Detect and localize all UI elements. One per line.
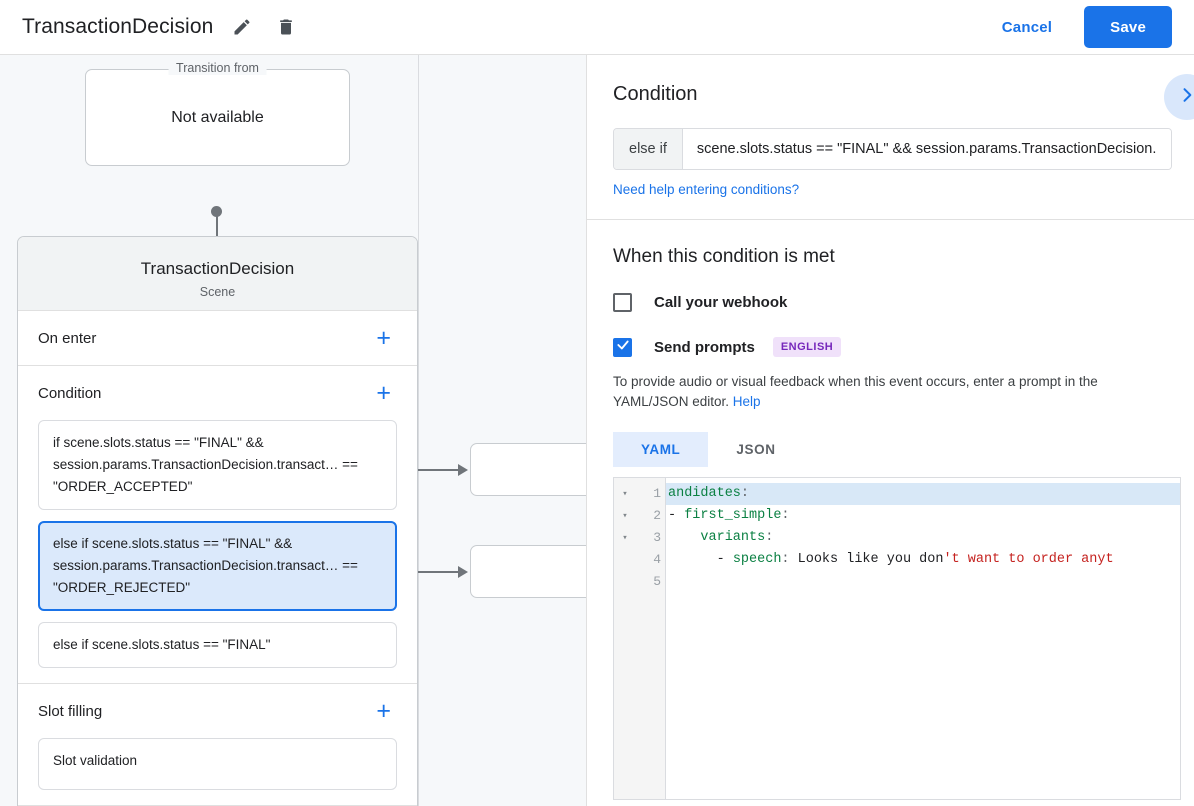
scene-card-header[interactable]: TransactionDecision Scene [18,237,417,311]
line-number: 5 [653,574,661,589]
cancel-button[interactable]: Cancel [986,11,1068,44]
code-token: first_simple [684,508,782,523]
line-number: 4 [653,552,661,567]
when-condition-met-section: When this condition is met Call your web… [587,220,1194,800]
fold-toggle-icon[interactable]: ▾ [622,533,628,543]
details-panel: Condition else if scene.slots.status == … [586,55,1194,806]
call-webhook-label: Call your webhook [654,294,788,311]
page-title: TransactionDecision [22,15,214,38]
flow-edge-rejected [398,571,462,573]
help-link[interactable]: Help [732,394,761,409]
panel-title: Condition [613,83,698,105]
editor-code-area[interactable]: andidates:- first_simple: variants: - sp… [666,478,1180,799]
send-prompts-checkbox[interactable] [613,337,632,357]
code-token: : [781,552,798,567]
section-slot-filling: Slot filling + Slot validation [18,684,417,806]
fold-toggle-icon[interactable]: ▾ [622,489,628,499]
flow-arrowhead-accepted [458,464,468,476]
flow-arrowhead-rejected [458,566,468,578]
section-head-condition: Condition + [38,366,397,420]
code-token: variants [700,530,766,545]
expand-panel-button[interactable] [1164,74,1194,120]
pencil-icon [232,17,252,37]
check-icon [616,338,630,357]
code-token: 't want to order anyt [943,552,1114,567]
section-label-slot-filling: Slot filling [38,702,103,720]
code-token: : [765,530,774,545]
send-prompts-hint: To provide audio or visual feedback when… [613,372,1165,412]
section-head-on-enter: On enter + [38,311,397,365]
flow-edge-accepted [398,469,462,471]
condition-section: Condition else if scene.slots.status == … [587,55,1194,220]
fold-toggle-icon[interactable]: ▾ [622,511,628,521]
editor-format-tabs: YAML JSON [613,432,1168,467]
code-token: andidates [668,486,741,501]
condition-item[interactable]: if scene.slots.status == "FINAL" && sess… [38,420,397,510]
transition-from-value: Not available [171,109,264,126]
scene-title: TransactionDecision [140,259,295,278]
trash-icon [276,17,296,37]
send-prompts-label: Send prompts [654,338,755,356]
code-token: Looks like you don [797,552,944,567]
condition-prefix-label: else if [614,129,683,169]
add-slot-filling-button[interactable]: + [376,696,391,725]
add-condition-button[interactable]: + [376,378,391,407]
need-help-conditions-link[interactable]: Need help entering conditions? [613,182,800,197]
tab-yaml[interactable]: YAML [613,432,709,467]
transition-from-node[interactable]: Transition from Not available [85,61,350,166]
scene-subtitle: Scene [199,285,236,299]
editor-line-numbers: 1 2 3 4 5 [636,478,666,799]
condition-list: if scene.slots.status == "FINAL" && sess… [38,420,397,683]
transition-from-legend: Transition from [168,61,267,75]
call-webhook-row[interactable]: Call your webhook [613,293,1168,312]
call-webhook-checkbox[interactable] [613,293,632,312]
code-token [668,530,700,545]
section-condition: Condition + if scene.slots.status == "FI… [18,366,417,684]
code-token: - [668,508,685,523]
code-line: variants: [666,527,1180,549]
code-token: - [668,552,733,567]
edit-name-button[interactable] [227,12,257,42]
code-token: : [740,486,750,501]
line-number: 1 [653,486,661,501]
line-number: 2 [653,508,661,523]
canvas-divider [418,55,419,806]
transition-to-scene-card: Transition to TransactionDecision Scene … [17,236,418,806]
section-on-enter: On enter + [18,311,417,366]
section-label-condition: Condition [38,384,102,402]
code-token: speech [732,552,782,567]
language-badge: ENGLISH [772,337,842,357]
code-line: - speech: Looks like you don't want to o… [666,549,1180,571]
code-token: : [781,508,790,523]
condition-item-selected[interactable]: else if scene.slots.status == "FINAL" &&… [38,521,397,611]
tab-json[interactable]: JSON [736,442,776,457]
section-label-on-enter: On enter [38,329,97,347]
code-editor[interactable]: ▾ ▾ ▾ 1 2 3 4 5 andidates:- first_simple… [613,477,1181,800]
top-bar: TransactionDecision Cancel Save [0,0,1194,55]
code-line: - first_simple: [666,505,1180,527]
top-bar-actions: Cancel Save [986,6,1194,48]
line-number: 3 [653,530,661,545]
when-condition-met-title: When this condition is met [613,246,835,267]
code-line: andidates: [666,483,1180,505]
editor-fold-column: ▾ ▾ ▾ [614,478,636,799]
chevron-right-icon [1177,85,1194,110]
send-prompts-row[interactable]: Send prompts ENGLISH [613,337,1168,357]
target-card-rejected[interactable] [470,545,586,598]
section-head-slot-filling: Slot filling + [38,684,397,738]
target-card-accepted[interactable] [470,443,586,496]
condition-item[interactable]: else if scene.slots.status == "FINAL" [38,622,397,668]
slot-validation-item[interactable]: Slot validation [38,738,397,790]
flow-canvas: Transition from Not available Transition… [0,55,586,806]
code-line [666,571,1180,593]
delete-button[interactable] [271,12,301,42]
slot-filling-list: Slot validation [38,738,397,805]
send-prompts-hint-text: To provide audio or visual feedback when… [613,374,1098,409]
condition-input-row[interactable]: else if scene.slots.status == "FINAL" &&… [613,128,1172,170]
save-button[interactable]: Save [1084,6,1172,48]
add-on-enter-button[interactable]: + [376,323,391,352]
condition-expression-input[interactable]: scene.slots.status == "FINAL" && session… [682,129,1171,169]
